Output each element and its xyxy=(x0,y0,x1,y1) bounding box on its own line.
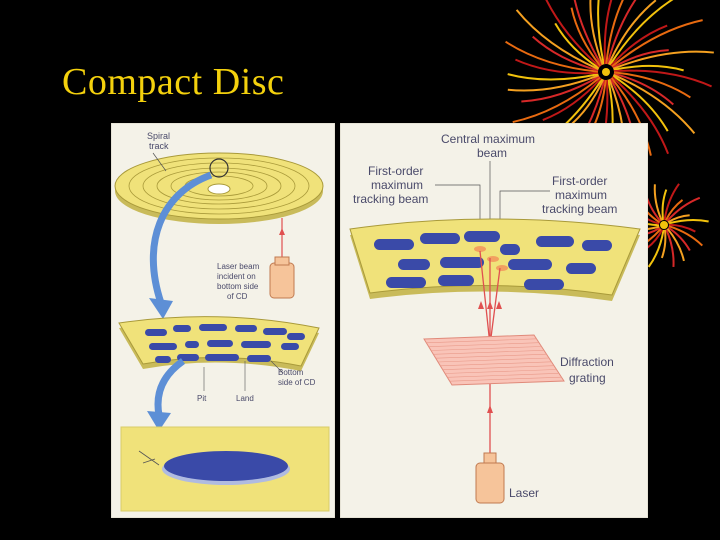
firework-ray xyxy=(542,77,602,121)
firework-ray xyxy=(664,199,684,221)
firework-ray xyxy=(667,226,691,251)
firework-ray xyxy=(607,0,657,65)
label-laser-beam-2: incident on xyxy=(217,272,256,281)
label-pit: Pit xyxy=(197,394,207,403)
grating-line xyxy=(444,369,557,374)
diffraction-grating xyxy=(423,334,565,386)
firework-ray xyxy=(667,214,690,223)
label-bottom-side-2: side of CD xyxy=(278,378,316,387)
label-laser-beam-3: bottom side xyxy=(217,282,259,291)
firework-ray xyxy=(613,72,674,106)
firework-ray xyxy=(611,19,703,68)
left-diagram-panel: Spiral track Laser beam incident on bott… xyxy=(111,123,335,518)
firework-center xyxy=(660,221,668,229)
grating-line xyxy=(449,376,562,382)
firework-ray xyxy=(532,35,599,72)
firework-ray xyxy=(668,223,696,233)
firework-ray xyxy=(668,225,704,247)
grating-line xyxy=(433,350,545,355)
grating-line xyxy=(440,361,552,367)
zoom-arrow-1 xyxy=(149,171,213,305)
grating-line xyxy=(426,338,537,344)
firework-ray xyxy=(647,229,665,268)
firework-ray xyxy=(668,218,709,225)
firework-ray xyxy=(545,0,601,68)
pit-closeup xyxy=(120,426,330,512)
firework-ray xyxy=(613,69,712,88)
label-first-order-right: First-order xyxy=(552,174,607,188)
firework-ray xyxy=(512,76,601,124)
laser-source-left xyxy=(269,262,295,299)
label-diffraction-2: grating xyxy=(569,371,606,385)
firework-ray xyxy=(613,64,684,72)
zoom-arrow-2 xyxy=(154,358,186,416)
label-central-max: Central maximum xyxy=(441,132,535,146)
firework-ray xyxy=(597,0,605,65)
label-first-order-right-3: tracking beam xyxy=(542,202,617,216)
label-bottom-side: Bottom xyxy=(278,368,304,377)
label-central-max-2: beam xyxy=(477,146,507,160)
firework-ray xyxy=(515,58,599,75)
label-diffraction: Diffraction xyxy=(560,355,614,369)
grating-line xyxy=(430,346,542,351)
firework-ray xyxy=(612,49,669,69)
grating-line xyxy=(435,353,547,359)
firework-ray xyxy=(570,7,602,67)
laser-source-right xyxy=(475,452,505,504)
firework-ray xyxy=(505,40,599,73)
label-first-order-right-2: maximum xyxy=(555,188,607,202)
firework-ray xyxy=(612,50,714,70)
grating-line xyxy=(442,365,555,370)
firework-ray xyxy=(521,75,600,103)
firework-ray xyxy=(610,24,668,67)
firework-ray xyxy=(609,0,674,66)
firework-ray xyxy=(589,0,604,66)
firework-ray xyxy=(653,184,663,221)
firework-ray xyxy=(515,9,599,71)
grating-line xyxy=(447,373,560,378)
firework-center xyxy=(602,68,610,76)
label-land: Land xyxy=(236,394,254,403)
grating-line xyxy=(428,342,540,347)
firework-ray xyxy=(612,75,669,132)
firework-ray xyxy=(613,71,691,99)
label-spiral-track-2: track xyxy=(149,141,169,151)
firework-ray xyxy=(573,0,603,66)
label-spiral-track: Spiral xyxy=(147,131,170,141)
firework-ray xyxy=(665,229,675,268)
cd-disc xyxy=(114,152,324,224)
right-diagram-panel: Central maximum beam First-order maximum… xyxy=(340,123,648,518)
firework-ray xyxy=(605,0,624,65)
slide-title: Compact Disc xyxy=(62,61,285,103)
firework-ray xyxy=(666,227,685,262)
grating-line xyxy=(437,357,550,363)
label-first-order-left: First-order xyxy=(368,164,423,178)
label-laser-beam: Laser beam xyxy=(217,262,260,271)
label-laser-beam-4: of CD xyxy=(227,292,248,301)
firework-ray xyxy=(611,76,670,155)
firework-ray xyxy=(507,73,599,81)
firework-ray xyxy=(507,74,600,92)
label-laser: Laser xyxy=(509,486,539,500)
firework-ray xyxy=(606,0,637,65)
label-first-order-left-3: tracking beam xyxy=(353,192,428,206)
firework-ray xyxy=(660,229,667,259)
firework-ray xyxy=(610,77,652,156)
firework-ray xyxy=(661,189,668,221)
firework-ray xyxy=(603,0,613,65)
firework-ray xyxy=(554,22,600,69)
firework-ray xyxy=(613,73,696,135)
disc-segment-middle xyxy=(118,316,320,371)
firework-burst-large xyxy=(505,0,714,179)
disc-segment-right xyxy=(349,218,641,301)
firework-ray xyxy=(646,229,664,249)
firework-ray xyxy=(666,196,701,222)
label-first-order-left-2: maximum xyxy=(371,178,423,192)
zoom-circle xyxy=(209,158,229,178)
firework-ray xyxy=(663,183,680,221)
